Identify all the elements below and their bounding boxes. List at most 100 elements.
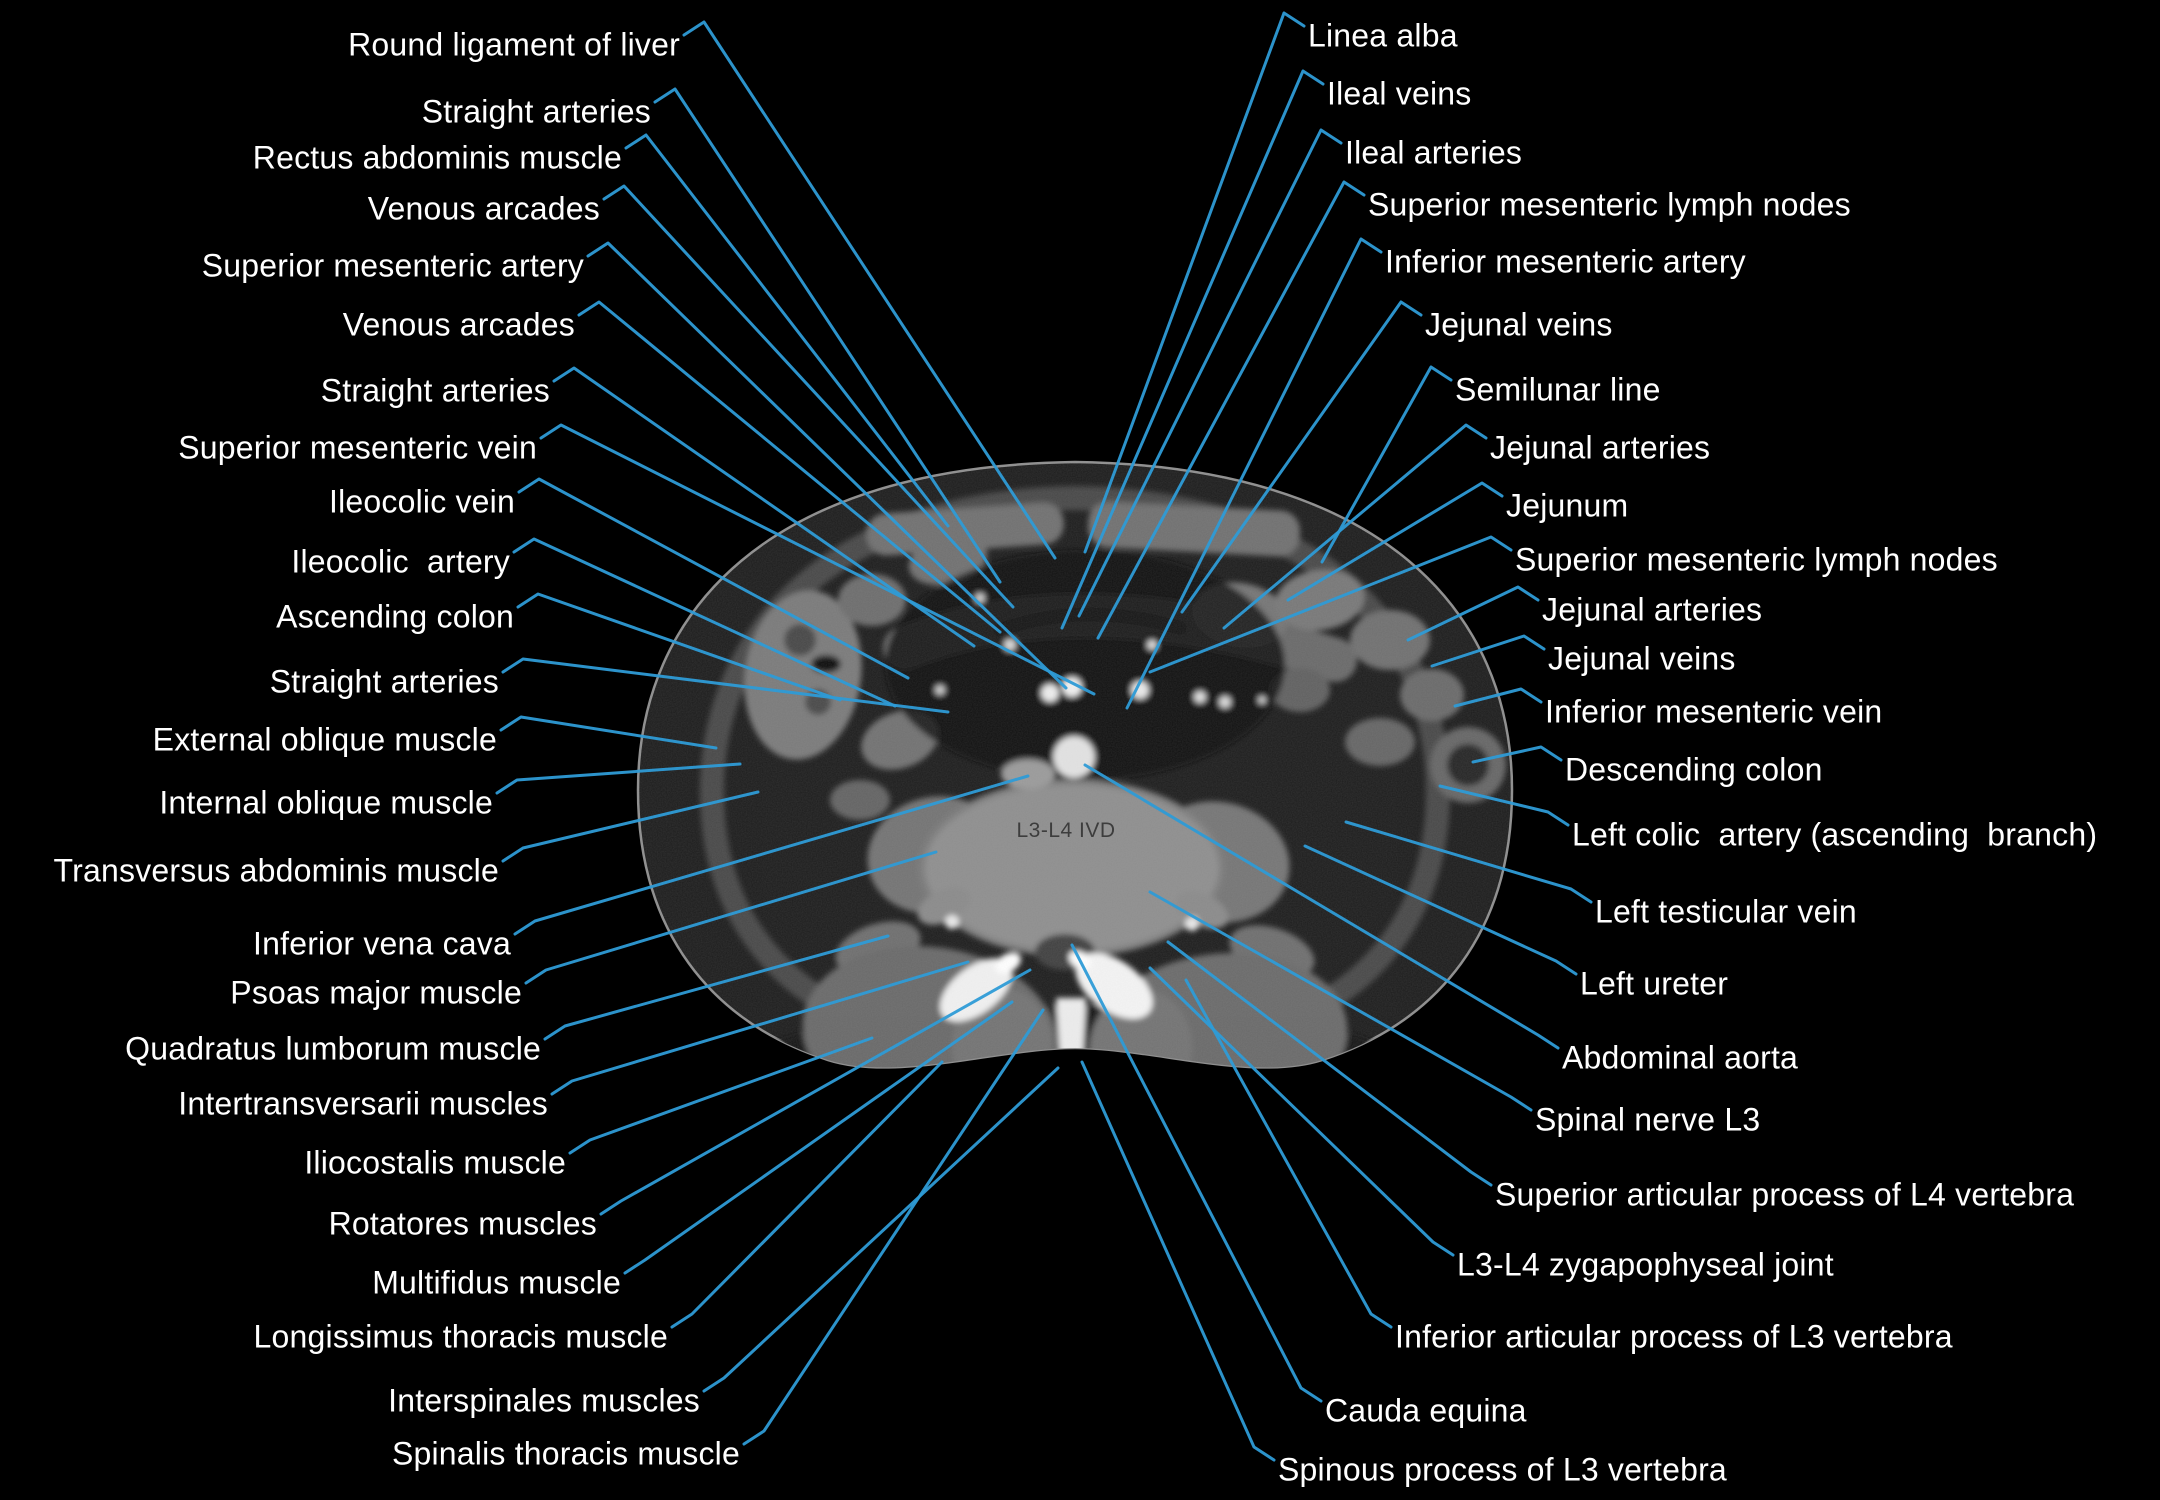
anatomy-label: Superior mesenteric artery [201,247,584,284]
anatomy-label: Descending colon [1565,751,1823,788]
leader-line [1222,423,1488,630]
leader-line [1070,943,1323,1403]
leader-line [1406,585,1540,642]
anatomy-label: Inferior mesenteric vein [1545,693,1883,730]
leader-line [516,592,842,702]
anatomy-label: Ileocolic artery [291,543,510,580]
leader-line [550,960,970,1096]
anatomy-label: Jejunum [1506,487,1629,524]
scan-center-label: L3-L4 IVD [1016,819,1115,842]
leader-line [1083,763,1560,1050]
anatomy-label: Jejunal arteries [1542,591,1763,628]
leader-line [623,1000,1014,1275]
leader-line [1148,966,1455,1257]
leader-line [1080,1060,1276,1462]
anatomy-label: Iliocostalis muscle [304,1144,566,1181]
anatomy-label: Left ureter [1580,965,1729,1002]
leader-line [517,477,910,680]
leader-line [670,1060,944,1329]
anatomy-label: Spinal nerve L3 [1535,1101,1761,1138]
anatomy-label: Left testicular vein [1595,893,1857,930]
anatomy-label: Rectus abdominis muscle [252,139,622,176]
leader-line [552,366,976,648]
anatomy-label: Jejunal arteries [1490,429,1711,466]
anatomy-label: Straight arteries [421,93,651,130]
anatomy-label: L3-L4 zygapophyseal joint [1457,1246,1834,1283]
leader-line [501,790,760,863]
leader-line [624,133,950,528]
leader-line [742,1008,1045,1446]
anatomy-label: Inferior articular process of L3 vertebr… [1395,1318,1953,1355]
anatomy-label: Superior mesenteric vein [178,429,537,466]
anatomy-label: Straight arteries [320,372,550,409]
anatomy-label: Quadratus lumborum muscle [125,1030,541,1067]
anatomy-label: Ascending colon [276,598,514,635]
anatomy-label: Psoas major muscle [230,974,522,1011]
anatomy-label: Inferior mesenteric artery [1385,243,1746,280]
anatomy-label: Venous arcades [367,190,600,227]
leader-line [568,1036,874,1155]
anatomy-label: Round ligament of liver [348,26,680,63]
anatomy-label: Longissimus thoracis muscle [253,1318,668,1355]
leader-line [513,774,1030,936]
anatomy-label: Superior mesenteric lymph nodes [1368,186,1851,223]
leader-line [1438,784,1570,827]
leader-line [1077,128,1343,618]
leader-line [1286,481,1504,602]
leader-line [1180,300,1423,614]
leader-line [1148,890,1533,1112]
leader-line [1430,634,1546,668]
anatomy-label: Interspinales muscles [388,1382,700,1419]
leader-line [512,537,897,708]
anatomy-label: Ileocolic vein [328,483,515,520]
anatomy-label: Transversus abdominis muscle [53,852,499,889]
leader-line [524,850,938,985]
leader-line [499,715,718,750]
leader-line [1083,11,1306,554]
leader-line [602,184,1015,609]
anatomy-label: Linea alba [1308,17,1458,54]
anatomy-label: Venous arcades [342,306,575,343]
leader-line [1453,687,1543,708]
anatomy-label: Cauda equina [1325,1392,1527,1429]
anatomy-label: Multifidus muscle [372,1264,621,1301]
leader-line [1344,820,1593,904]
leader-line [653,87,1002,584]
anatomy-label: Superior mesenteric lymph nodes [1515,541,1998,578]
anatomy-label: Rotatores muscles [328,1205,597,1242]
leader-line [577,300,1002,634]
leader-line [599,968,1032,1216]
anatomy-label: Jejunal veins [1548,640,1736,677]
anatomy-label: Internal oblique muscle [159,784,493,821]
leader-line [1471,745,1563,764]
anatomy-label: External oblique muscle [152,721,497,758]
leader-line [1320,365,1453,564]
anatomy-label: Intertransversarii muscles [178,1085,548,1122]
leader-line [1166,940,1493,1187]
anatomy-label: Jejunal veins [1425,306,1613,343]
anatomy-label: Straight arteries [269,663,499,700]
leader-line [702,1066,1060,1393]
leader-line [682,20,1057,560]
anatomy-label: Ileal veins [1327,75,1472,112]
leader-line [1060,69,1325,630]
anatomy-label: Left colic artery (ascending branch) [1572,816,2098,853]
leader-line [539,423,1096,696]
anatomy-label: Spinalis thoracis muscle [391,1435,740,1472]
leader-line [543,934,890,1041]
leader-line [1184,978,1393,1329]
leader-line [586,241,1068,690]
anatomy-label: Inferior vena cava [253,925,511,962]
anatomy-label: Abdominal aorta [1562,1039,1799,1076]
leader-line [1148,535,1513,674]
leader-line [501,657,950,714]
anatomy-label: Ileal arteries [1345,134,1523,171]
leader-line [1096,180,1366,640]
anatomy-label: Semilunar line [1455,371,1661,408]
leader-line [1125,237,1383,710]
